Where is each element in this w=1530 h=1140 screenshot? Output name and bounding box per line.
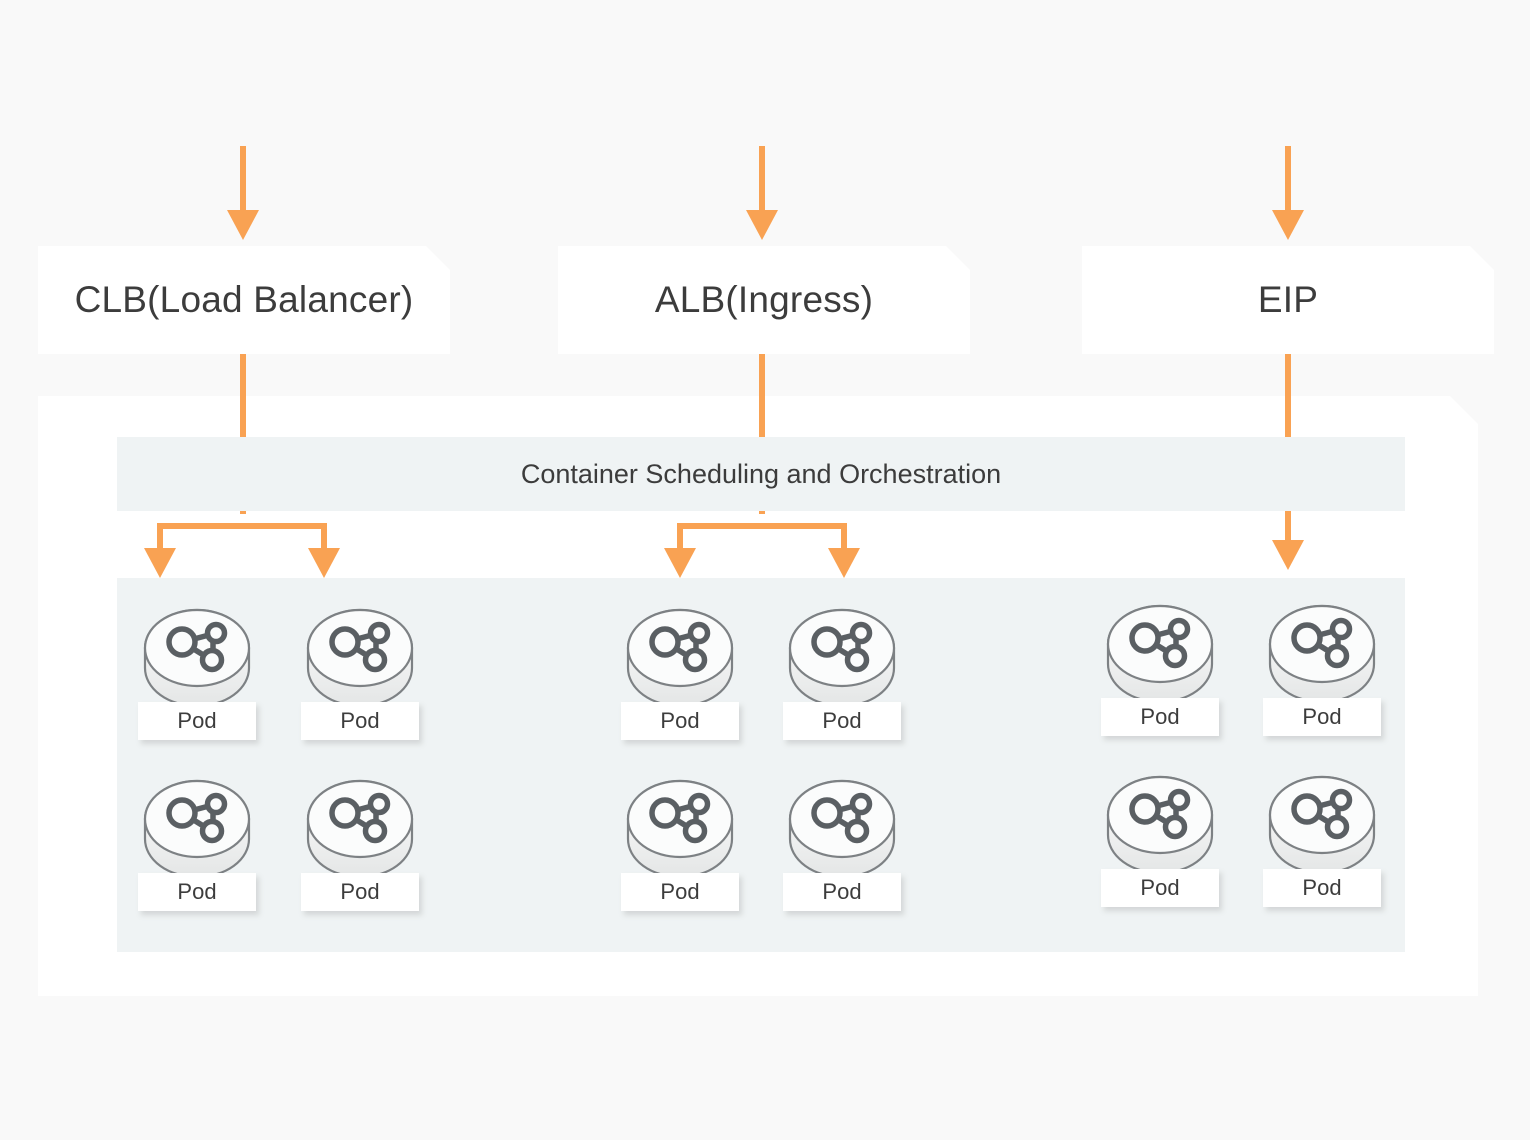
pod-unit[interactable]: Pod	[1101, 773, 1219, 907]
share-network-icon	[304, 777, 416, 881]
pod-label: Pod	[621, 702, 739, 740]
entry-node-eip-label: EIP	[1257, 279, 1319, 320]
pod-label: Pod	[138, 702, 256, 740]
pod-label: Pod	[301, 702, 419, 740]
pod-label: Pod	[783, 873, 901, 911]
pod-label: Pod	[783, 702, 901, 740]
share-network-icon	[1104, 602, 1216, 706]
share-network-icon	[141, 606, 253, 710]
pod-label: Pod	[1263, 869, 1381, 907]
share-network-icon	[624, 606, 736, 710]
pod-unit[interactable]: Pod	[621, 777, 739, 911]
inbound-arrow-clb-head	[227, 210, 259, 240]
share-network-icon	[624, 777, 736, 881]
share-network-icon	[786, 606, 898, 710]
pod-unit[interactable]: Pod	[783, 606, 901, 740]
pod-unit[interactable]: Pod	[301, 777, 419, 911]
pod-unit[interactable]: Pod	[138, 777, 256, 911]
share-network-icon	[786, 777, 898, 881]
pod-unit[interactable]: Pod	[138, 606, 256, 740]
inbound-arrow-eip-head	[1272, 210, 1304, 240]
pod-label: Pod	[301, 873, 419, 911]
entry-node-clb[interactable]: CLB(Load Balancer)	[38, 246, 450, 354]
entry-node-alb-label: ALB(Ingress)	[654, 279, 874, 320]
pod-label: Pod	[1101, 698, 1219, 736]
pod-unit[interactable]: Pod	[621, 606, 739, 740]
entry-node-clb-label: CLB(Load Balancer)	[74, 279, 414, 320]
orchestration-bar-label: Container Scheduling and Orchestration	[520, 458, 1002, 489]
pod-label: Pod	[138, 873, 256, 911]
pod-unit[interactable]: Pod	[1263, 602, 1381, 736]
inbound-arrow-alb-line	[759, 146, 765, 212]
pod-label: Pod	[1263, 698, 1381, 736]
pod-unit[interactable]: Pod	[1101, 602, 1219, 736]
pod-label: Pod	[1101, 869, 1219, 907]
orchestration-bar: Container Scheduling and Orchestration	[117, 437, 1405, 511]
entry-node-alb[interactable]: ALB(Ingress)	[558, 246, 970, 354]
share-network-icon	[141, 777, 253, 881]
pod-unit[interactable]: Pod	[783, 777, 901, 911]
drop-line-clb	[240, 354, 246, 514]
share-network-icon	[304, 606, 416, 710]
pod-label: Pod	[621, 873, 739, 911]
drop-line-alb	[759, 354, 765, 514]
inbound-arrow-eip-line	[1285, 146, 1291, 212]
entry-node-eip[interactable]: EIP	[1082, 246, 1494, 354]
share-network-icon	[1104, 773, 1216, 877]
inbound-arrow-clb-line	[240, 146, 246, 212]
inbound-arrow-alb-head	[746, 210, 778, 240]
share-network-icon	[1266, 773, 1378, 877]
pod-unit[interactable]: Pod	[301, 606, 419, 740]
pod-unit[interactable]: Pod	[1263, 773, 1381, 907]
share-network-icon	[1266, 602, 1378, 706]
